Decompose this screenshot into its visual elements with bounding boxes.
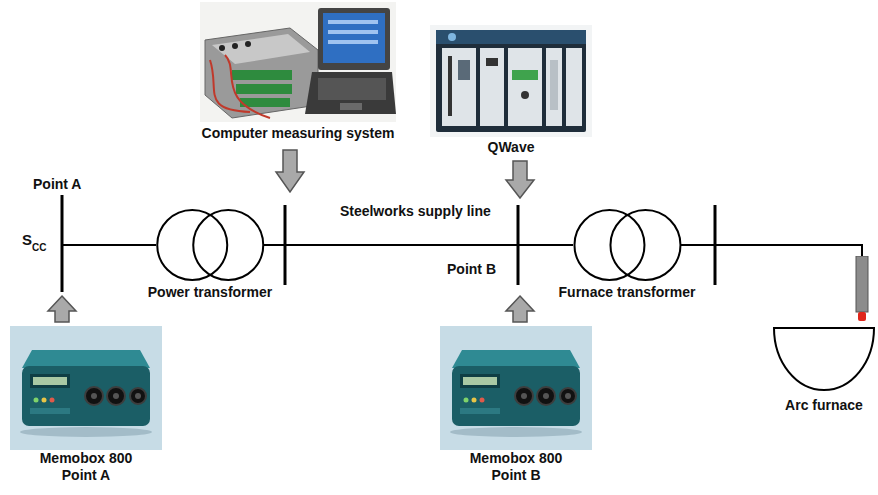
transformer-symbol <box>555 209 700 281</box>
computer-photo <box>232 70 292 80</box>
furnace-node: Arc furnace <box>772 256 876 414</box>
qwave-photo <box>430 25 592 137</box>
pointer-arrow <box>48 296 76 322</box>
memobox-photo <box>10 326 162 450</box>
power-wire <box>264 244 573 246</box>
power-wire <box>62 244 715 246</box>
qwave-photo <box>546 48 562 126</box>
computer-photo <box>236 84 292 94</box>
node-caption: Power transformer <box>148 284 272 301</box>
symbol-subscript: CC <box>32 242 46 254</box>
node-caption: Memobox 800 Point B <box>461 450 571 484</box>
point-label: Point A <box>33 176 81 192</box>
qwave-photo <box>430 25 592 137</box>
qwave-photo <box>486 58 498 66</box>
computer-photo <box>200 2 396 122</box>
computer-photo <box>305 72 396 114</box>
transformer-symbol <box>144 209 276 281</box>
qwave-photo <box>480 48 504 126</box>
computer-photo <box>205 28 318 118</box>
computer-photo <box>318 78 386 100</box>
symbol-letter: S <box>22 231 32 248</box>
power-line <box>276 244 554 246</box>
pointer-arrow <box>506 161 534 198</box>
qwave-photo <box>521 91 529 99</box>
node-caption: Computer measuring system <box>202 125 395 142</box>
instrument-node: Memobox 800 Point A <box>10 326 162 484</box>
busbar <box>62 195 715 292</box>
power-line <box>699 245 862 256</box>
qwave-photo <box>448 56 452 116</box>
busbar <box>61 195 64 292</box>
qwave-photo <box>458 60 470 80</box>
qwave-photo <box>550 60 558 110</box>
computer-photo <box>323 13 385 63</box>
computer-photo <box>200 2 396 122</box>
qwave-photo <box>436 30 586 44</box>
point-label: Point B <box>447 261 496 277</box>
node-caption: Arc furnace <box>785 397 863 414</box>
qwave-photo <box>436 30 586 132</box>
pointer-arrow <box>48 150 534 322</box>
computer-photo <box>340 103 362 110</box>
transformer-node: Power transformer <box>144 209 276 301</box>
computer-photo <box>219 45 225 51</box>
computer-photo <box>245 41 251 47</box>
qwave-photo <box>448 33 456 41</box>
qwave-photo <box>508 48 542 126</box>
computer-photo <box>240 98 290 107</box>
furnace-symbol <box>772 256 876 396</box>
line-label: Steelworks supply line <box>338 203 493 220</box>
node-caption: Furnace transformer <box>559 284 696 301</box>
node-caption: QWave <box>488 139 535 156</box>
qwave-photo <box>442 48 476 126</box>
winding-circle <box>193 210 263 280</box>
instrument-node: Memobox 800 Point B <box>440 326 592 484</box>
pointer-arrow <box>276 150 304 192</box>
power-wire <box>62 244 156 246</box>
computer-photo <box>212 34 310 64</box>
pointer-arrow <box>506 296 534 322</box>
instrument-node: Computer measuring system <box>199 2 398 142</box>
memobox-photo <box>440 326 592 450</box>
arc-glow <box>858 312 866 321</box>
electrode <box>856 256 868 312</box>
instrument-node: QWave <box>430 25 592 156</box>
node-caption: Memobox 800 Point A <box>31 450 141 484</box>
furnace-vessel <box>774 328 874 390</box>
computer-photo <box>328 20 378 24</box>
winding-circle <box>610 210 680 280</box>
computer-photo <box>328 30 378 34</box>
computer-photo <box>225 55 270 118</box>
computer-photo <box>328 40 378 44</box>
computer-photo <box>232 43 238 49</box>
computer-photo <box>318 8 390 70</box>
transformer-node: Furnace transformer <box>555 209 700 301</box>
qwave-photo <box>566 48 582 126</box>
qwave-photo <box>512 70 538 80</box>
